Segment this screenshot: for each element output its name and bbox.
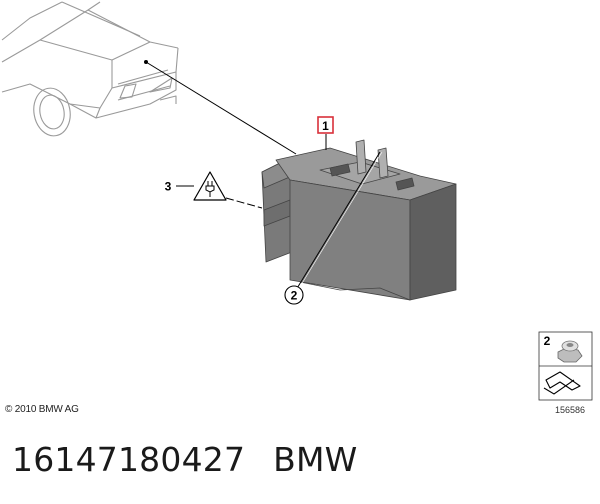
callout-1-box <box>317 116 334 134</box>
callout-3-label: 3 <box>165 180 172 194</box>
parts-diagram: 1 2 3 2 <box>1 1 593 401</box>
nut-icon <box>557 340 583 363</box>
callout-1-label: 1 <box>322 119 329 133</box>
car-outline <box>1 1 179 137</box>
control-unit <box>261 139 457 301</box>
leader-callout-2 <box>295 151 381 291</box>
callout-2-circle <box>284 285 304 305</box>
part-number: 16147180427 <box>12 440 246 479</box>
leader-car-to-part <box>145 61 297 155</box>
legend-box: 2 <box>538 331 593 401</box>
callout-2-label: 2 <box>291 289 298 303</box>
brand-name: BMW <box>273 440 358 479</box>
copyright-text: © 2010 BMW AG <box>5 404 79 415</box>
footer-caption: 16147180427 BMW <box>12 440 358 479</box>
image-reference-number: 156586 <box>555 405 586 415</box>
electrical-warning-icon <box>193 171 227 201</box>
bracket-symbol-icon <box>545 371 581 391</box>
legend-number: 2 <box>544 334 551 348</box>
leader-dot <box>144 60 148 64</box>
leader-callout-3 <box>225 197 263 209</box>
